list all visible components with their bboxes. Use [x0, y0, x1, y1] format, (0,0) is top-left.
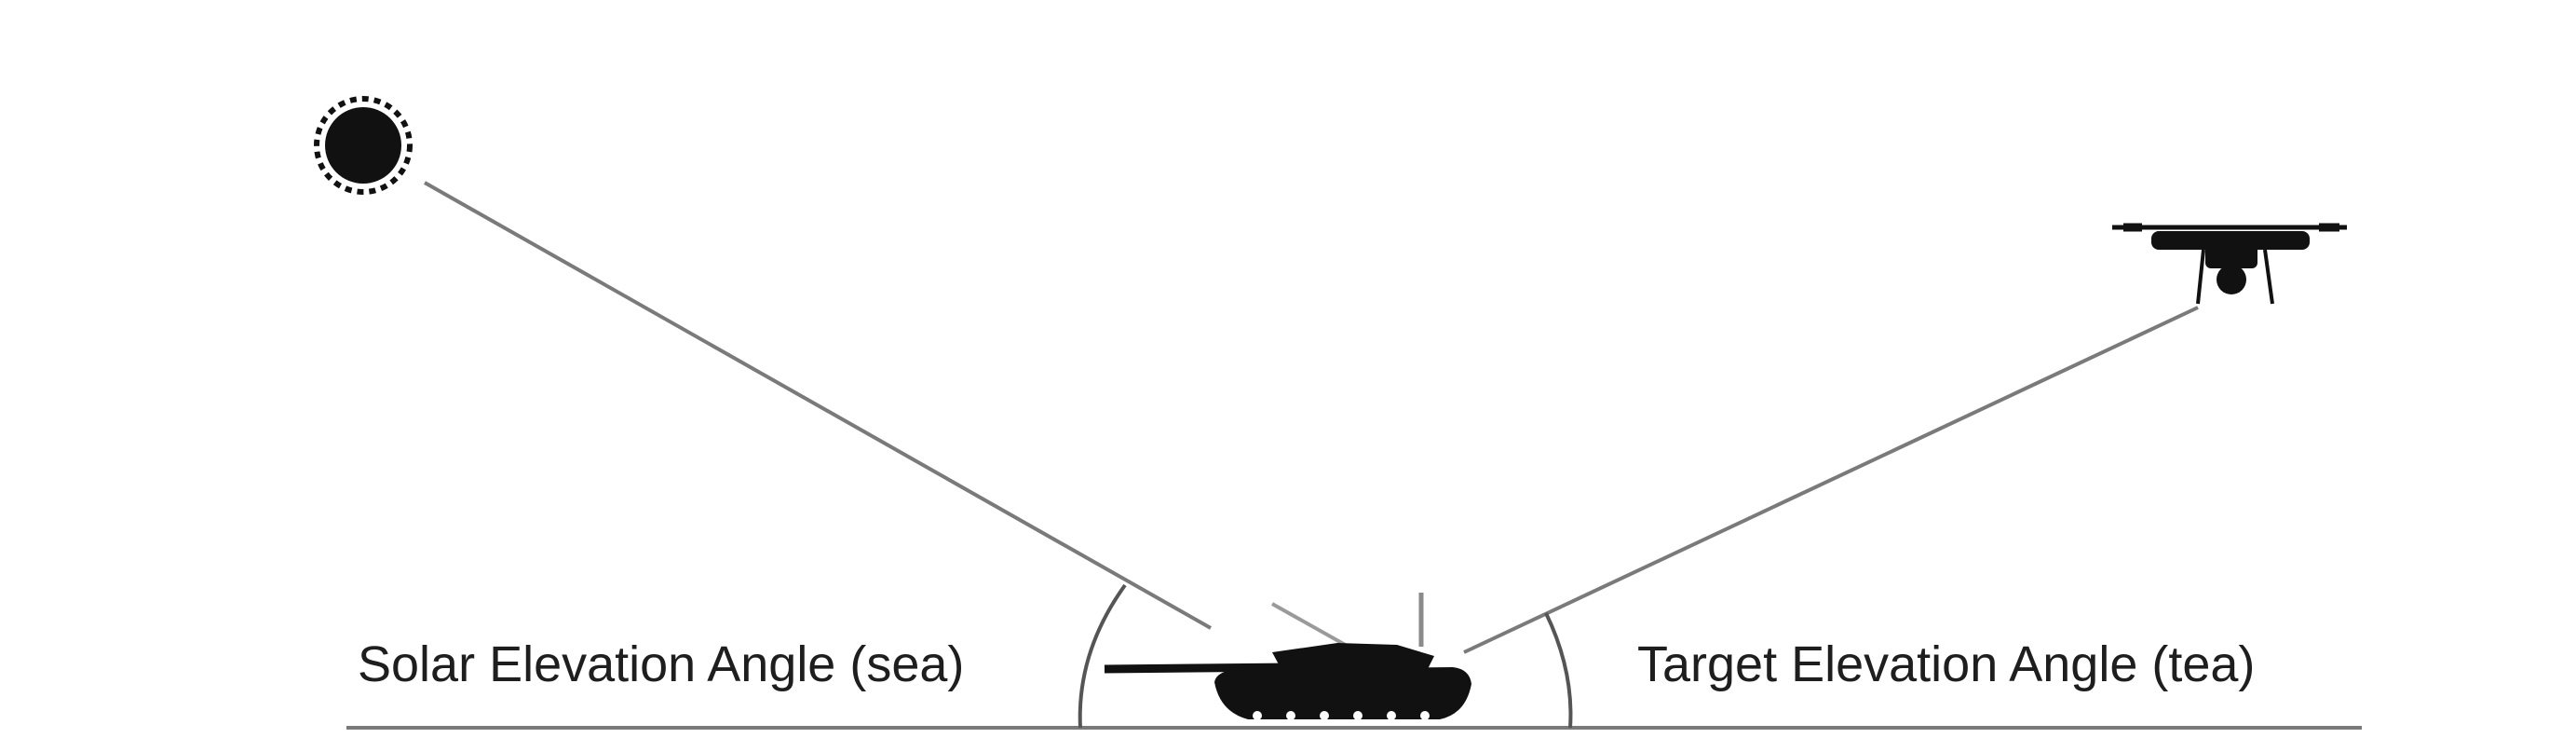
solar-ray [424, 181, 1212, 630]
tank-wheels [1253, 711, 1430, 720]
target-ray [1463, 306, 2199, 654]
target-elevation-angle-label: Target Elevation Angle (tea) [1637, 636, 2255, 692]
target-angle-arc [1544, 612, 1573, 729]
tank-icon [1104, 593, 1471, 720]
drone-icon [2112, 223, 2347, 305]
sun-icon [314, 96, 413, 195]
solar-elevation-angle-label: Solar Elevation Angle (sea) [358, 636, 964, 692]
solar-angle-arc [1078, 583, 1127, 729]
